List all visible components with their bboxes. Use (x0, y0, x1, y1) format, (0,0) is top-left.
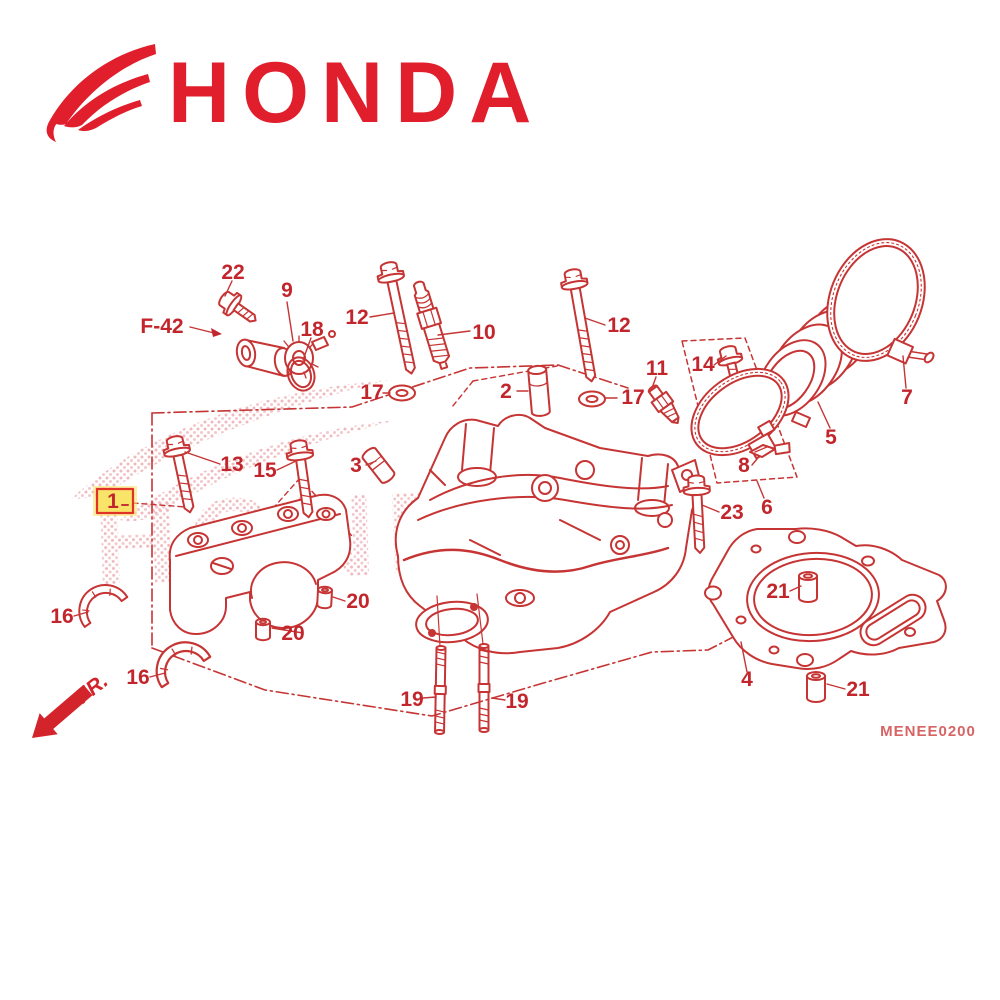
part-7-band-clamp (826, 238, 935, 365)
part-19-stud-left (432, 644, 448, 736)
callout-19-left: 19 (400, 688, 423, 711)
part-22-bolt (213, 285, 264, 332)
diagram-code: MENEE0200 (880, 723, 976, 740)
callout-18: 18 (300, 318, 324, 341)
callout-22: 22 (221, 261, 244, 284)
callout-2: 2 (500, 380, 512, 403)
stud-link-line-left (436, 595, 441, 647)
cam-holder-bracket (168, 493, 352, 635)
callout-12-left: 12 (345, 306, 368, 329)
callout-1: 1 (107, 490, 119, 513)
part-10-spark-plug (413, 280, 451, 370)
part-21-dowel-top (798, 571, 818, 603)
callout-17-left: 17 (360, 381, 383, 404)
part-20-dowel-top (316, 585, 334, 610)
callout-16-bottom: 16 (126, 666, 149, 689)
stud-link-line-right (476, 593, 484, 645)
cylinder-head-body (394, 413, 701, 655)
part-12-bolt-right (558, 266, 606, 385)
part-12-bolt-left (374, 258, 426, 378)
part-11-sensor (647, 384, 680, 424)
callout-20-top: 20 (346, 590, 369, 613)
part-6-insulator-band (690, 367, 791, 460)
callout-11: 11 (646, 357, 669, 380)
part-16-half-ring-bottom (150, 636, 216, 689)
callout-20-bottom: 20 (281, 622, 304, 645)
f42-arrowhead (211, 328, 222, 337)
part-21-dowel-bottom (806, 671, 826, 703)
callout-5: 5 (825, 426, 837, 449)
front-direction-arrow: FR. (32, 669, 112, 738)
part-2-dowel (527, 364, 551, 417)
subassembly-box-6 (681, 337, 798, 484)
part-17-washer-left (388, 384, 416, 402)
honda-logo: HONDA (46, 44, 543, 142)
highlighted-callout-1: 1 (93, 486, 137, 516)
part-4-head-gasket (704, 527, 947, 670)
part-3-rubber (361, 446, 396, 484)
leader-lines (73, 280, 907, 701)
callout-23: 23 (720, 501, 743, 524)
callout-7: 7 (901, 386, 913, 409)
callout-17-right: 17 (621, 386, 644, 409)
honda-wordmark: HONDA (168, 45, 543, 141)
callout-14: 14 (691, 353, 715, 376)
part-8-clip (749, 444, 776, 458)
callout-12-right: 12 (607, 314, 630, 337)
fig-ref-f42: F-42 (140, 315, 183, 338)
callout-15: 15 (253, 459, 277, 482)
callout-21-top: 21 (766, 580, 790, 603)
part-19-stud-right (477, 643, 491, 733)
honda-wing-icon (46, 44, 156, 142)
callout-16-top: 16 (50, 605, 73, 628)
callout-labels: 22 9 F-42 18 12 10 12 17 2 17 11 14 5 7 … (50, 261, 976, 740)
callout-19-right: 19 (505, 690, 528, 713)
part-17-washer-right (578, 390, 606, 408)
callout-6: 6 (761, 496, 773, 519)
callout-4: 4 (741, 668, 753, 691)
callout-8: 8 (738, 454, 750, 477)
part-20-dowel-bottom (255, 617, 271, 642)
callout-9: 9 (281, 279, 293, 302)
phantom-boundary-lines (151, 364, 771, 717)
callout-10: 10 (472, 321, 495, 344)
callout-21-bottom: 21 (846, 678, 870, 701)
callout-3: 3 (350, 454, 362, 477)
callout-13: 13 (220, 453, 243, 476)
